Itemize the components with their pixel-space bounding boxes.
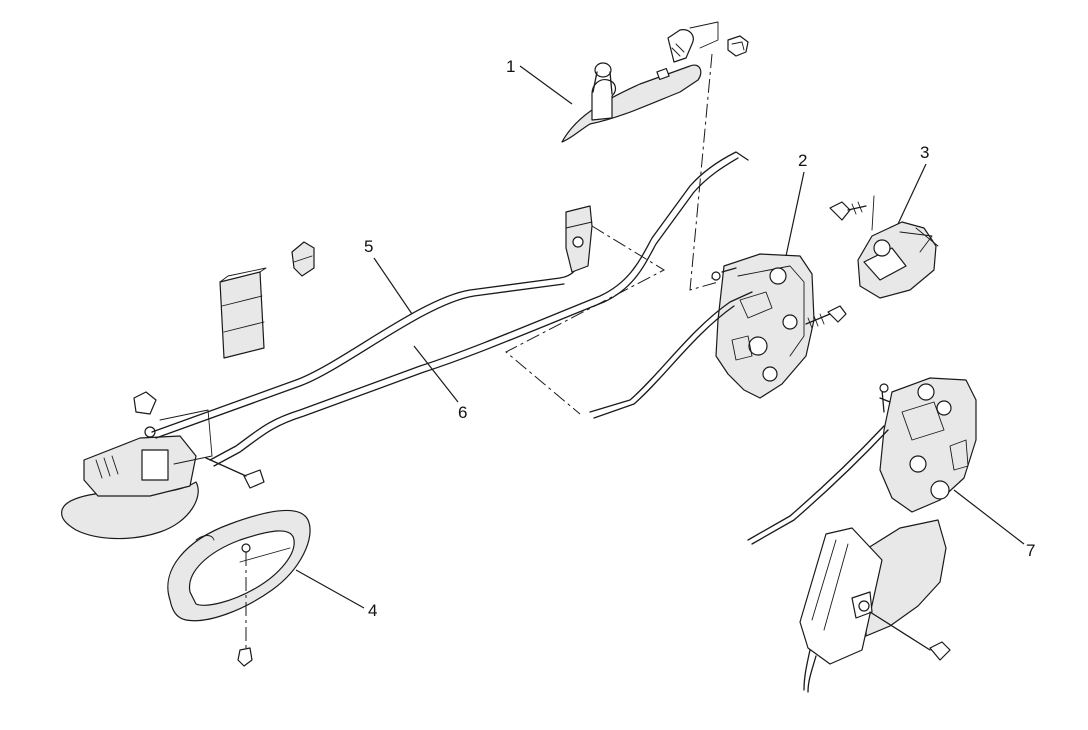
foam-pad (219, 267, 267, 359)
callout-label-1: 1 (506, 57, 515, 76)
inside-handle-assembly (61, 391, 265, 540)
inside-handle-bezel (167, 509, 311, 667)
outside-door-handle (561, 21, 749, 143)
callout-label-3: 3 (920, 143, 929, 162)
callout-4: 4 (295, 569, 377, 620)
callout-1: 1 (506, 57, 573, 105)
callout-2: 2 (785, 151, 807, 257)
callout-label-2: 2 (798, 151, 807, 170)
callout-label-5: 5 (364, 237, 373, 256)
callout-7: 7 (953, 489, 1035, 560)
callout-6: 6 (413, 345, 467, 422)
callout-5: 5 (364, 237, 413, 315)
callout-label-6: 6 (458, 403, 467, 422)
alignment-lines (505, 53, 719, 415)
rod-clip-small (291, 241, 315, 277)
callout-label-4: 4 (368, 601, 377, 620)
callout-3: 3 (897, 143, 929, 225)
callout-label-7: 7 (1026, 541, 1035, 560)
lock-actuator-assembly (799, 377, 977, 693)
rod-clip-upper (565, 205, 593, 273)
door-striker (829, 195, 939, 299)
door-latch-assembly (711, 253, 847, 399)
